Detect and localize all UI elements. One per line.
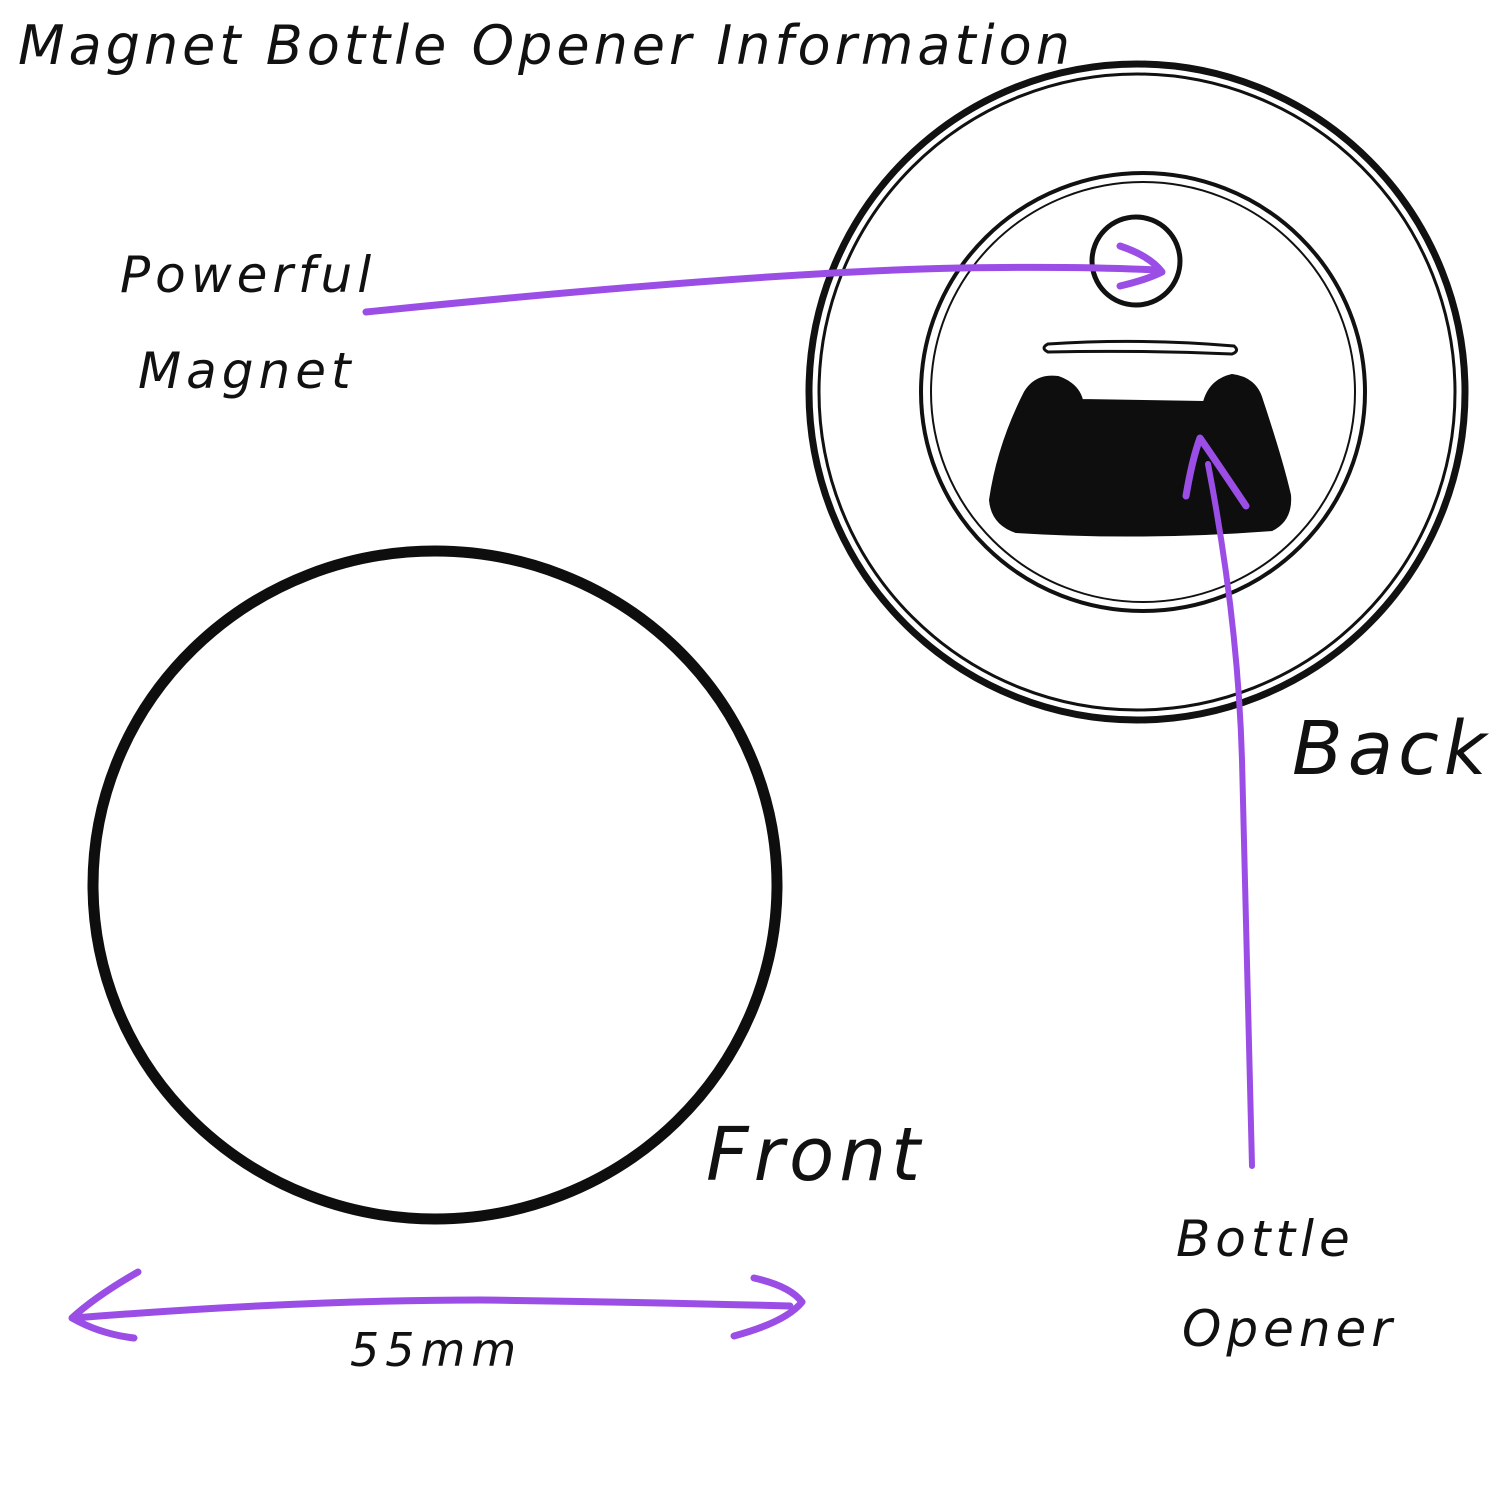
bottle-opener-cutout [988, 373, 1292, 537]
dimension-line [70, 1296, 794, 1322]
magnet-arrowhead [1116, 242, 1166, 290]
dimension-indicator: 55mm [68, 1268, 806, 1377]
dimension-right-arrowhead [730, 1274, 806, 1340]
front-view: Front [87, 545, 925, 1225]
opener-callout: Bottle Opener [1176, 434, 1397, 1358]
dimension-label: 55mm [350, 1323, 522, 1377]
dimension-left-arrowhead [68, 1268, 142, 1342]
opener-callout-line [1205, 461, 1255, 1169]
magnet-callout: Powerful Magnet [120, 242, 1166, 400]
magnet-label-line2: Magnet [138, 342, 356, 400]
diagram-title: Magnet Bottle Opener Information [18, 14, 1074, 77]
back-outer-rim [805, 60, 1469, 724]
back-outer-rim-inner-edge [817, 72, 1457, 712]
opener-label-line2: Opener [1182, 1300, 1397, 1358]
opener-slot [1042, 339, 1239, 356]
back-inner-plate [919, 171, 1367, 613]
magnet-circle [1089, 214, 1183, 308]
back-view: Back [805, 60, 1492, 792]
back-label: Back [1292, 706, 1492, 792]
back-inner-plate-edge [930, 181, 1356, 603]
opener-label-line1: Bottle [1176, 1210, 1355, 1268]
opener-arrowhead [1182, 434, 1250, 510]
magnet-label-line1: Powerful [120, 246, 376, 304]
front-circle [87, 545, 783, 1225]
magnet-callout-line [362, 263, 1160, 316]
front-label: Front [706, 1112, 925, 1198]
